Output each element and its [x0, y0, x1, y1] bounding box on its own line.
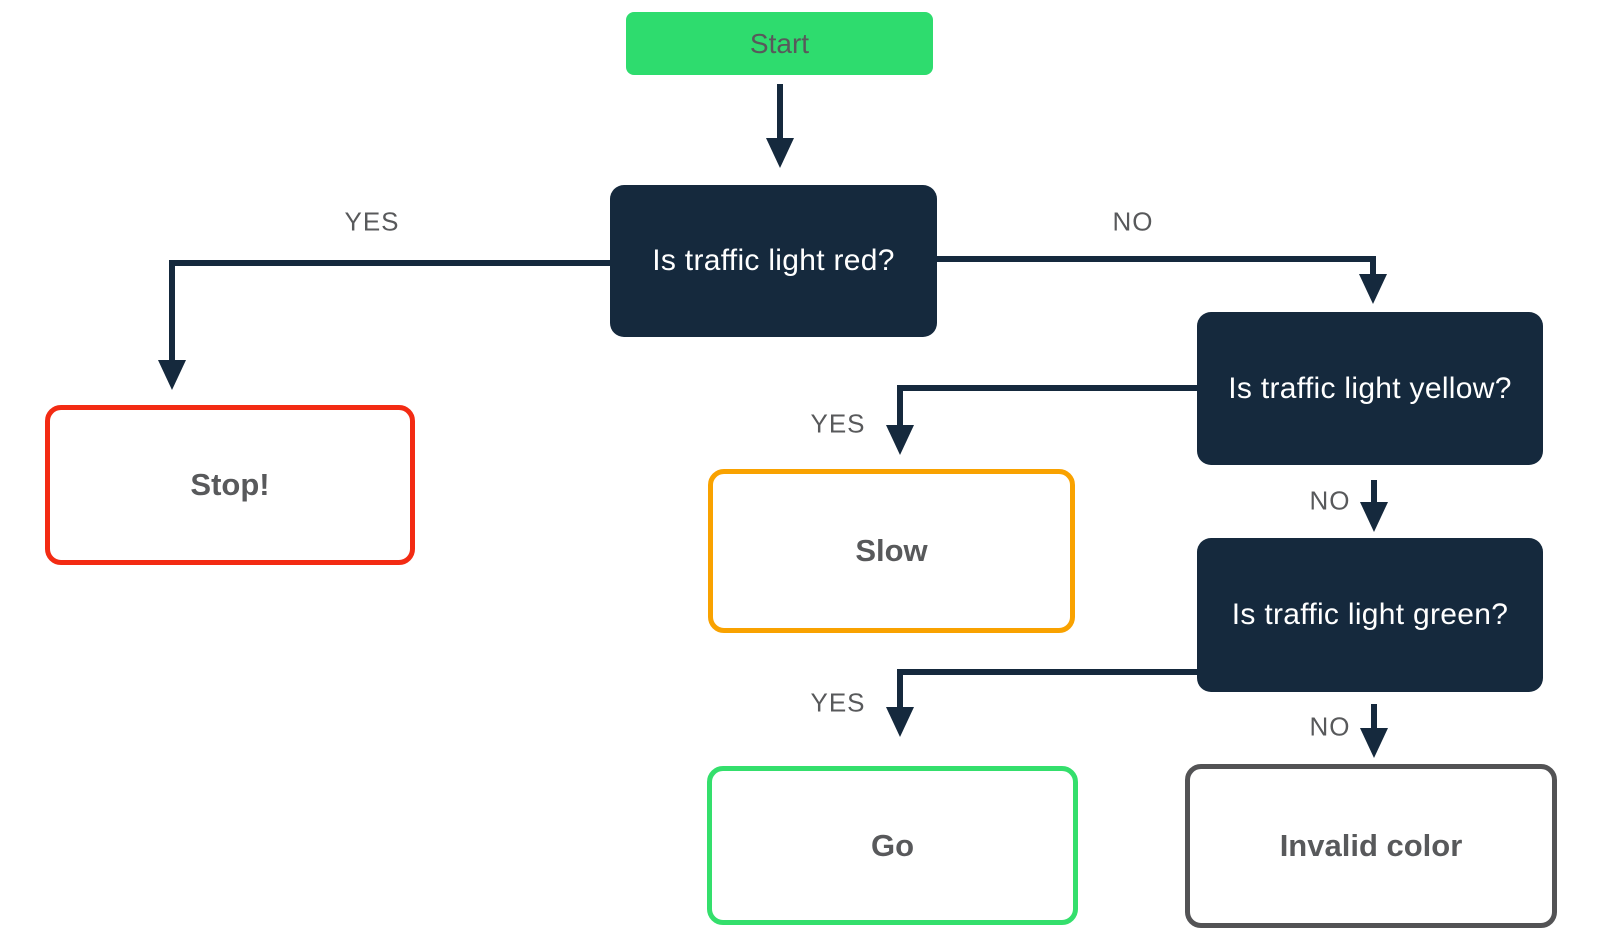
edge-q-yellow-no-to-q-green [1360, 480, 1388, 532]
edge-q-red-no-to-q-yellow [937, 256, 1387, 304]
node-invalid-color-label: Invalid color [1279, 828, 1463, 864]
node-question-red-label: Is traffic light red? [652, 244, 895, 277]
edge-q-yellow-yes-to-slow [886, 385, 1197, 455]
edge-q-green-yes-to-go [886, 669, 1197, 737]
edge-label-green-no: NO [1309, 711, 1351, 742]
node-start-label: Start [749, 27, 810, 59]
edge-label-yellow-yes: YES [810, 408, 866, 439]
node-question-yellow: Is traffic light yellow? [1197, 312, 1543, 465]
node-question-green-label: Is traffic light green? [1231, 598, 1509, 631]
node-question-green: Is traffic light green? [1197, 538, 1543, 692]
edge-q-red-yes-to-stop [158, 260, 610, 390]
edge-label-green-yes: YES [810, 687, 866, 718]
node-question-yellow-label: Is traffic light yellow? [1228, 371, 1512, 405]
node-slow-label: Slow [855, 533, 928, 569]
edge-label-yellow-no: NO [1309, 485, 1351, 516]
edge-label-red-yes: YES [344, 206, 400, 237]
node-stop-label: Stop! [190, 467, 270, 503]
node-slow: Slow [708, 469, 1075, 633]
node-go: Go [707, 766, 1078, 925]
node-go-label: Go [870, 827, 915, 863]
edge-q-green-no-to-invalid [1360, 704, 1388, 758]
node-stop: Stop! [45, 405, 415, 565]
edge-label-red-no: NO [1112, 206, 1154, 237]
node-start: Start [626, 12, 933, 75]
node-invalid-color: Invalid color [1185, 764, 1557, 928]
node-question-red: Is traffic light red? [610, 185, 937, 337]
edge-start-to-q-red [766, 84, 794, 168]
